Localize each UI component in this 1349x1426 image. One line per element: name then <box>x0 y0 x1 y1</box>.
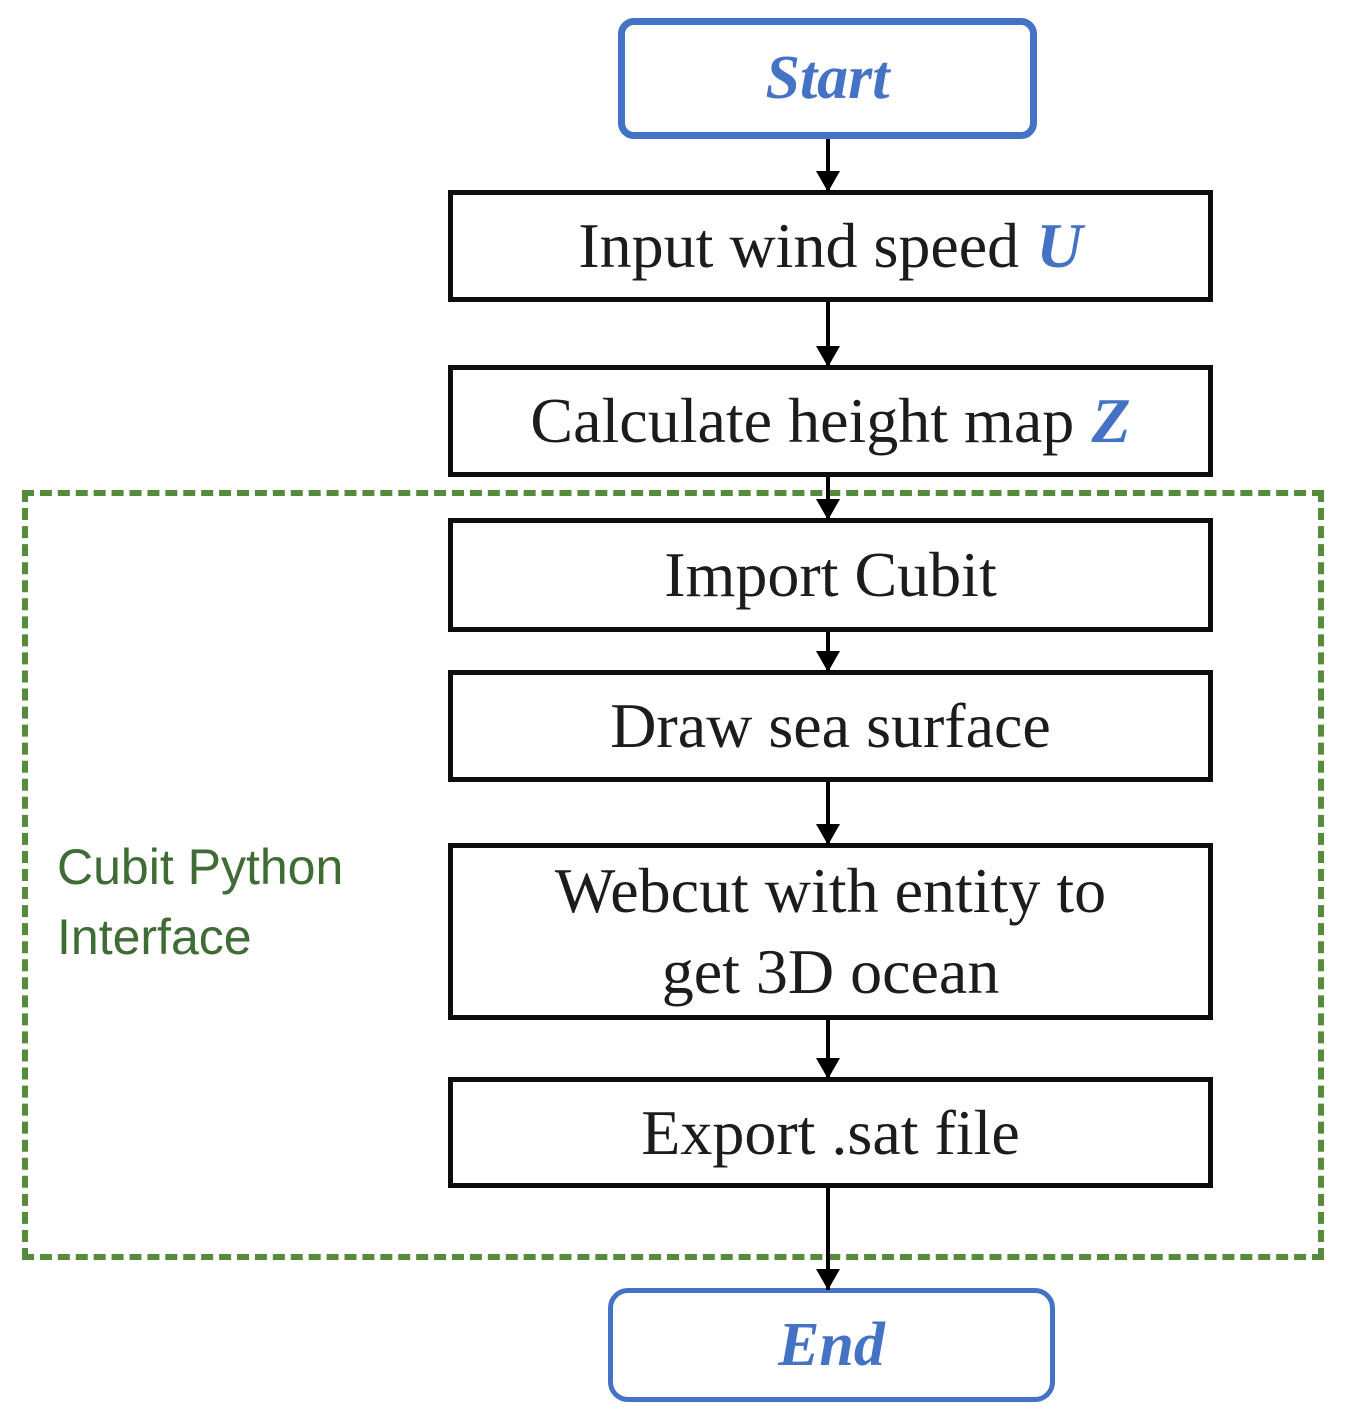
process-webcut-line1: Webcut with entity to <box>554 854 1107 926</box>
group-label: Cubit Python Interface <box>57 832 343 972</box>
flow-arrow-export-to-end <box>826 1188 830 1290</box>
flow-arrow-input-to-calculate <box>826 302 830 367</box>
process-calculate-height-map: Calculate height map Z <box>448 365 1213 477</box>
process-webcut-line2: get 3D ocean <box>661 935 1000 1007</box>
process-calculate-height-map-text: Calculate height map <box>530 385 1075 456</box>
flow-arrow-import-to-draw <box>826 632 830 672</box>
flow-arrow-calculate-to-import <box>826 477 830 520</box>
group-label-line1: Cubit Python <box>57 839 344 895</box>
flow-arrow-draw-to-webcut <box>826 782 830 845</box>
process-import-cubit: Import Cubit <box>448 518 1213 632</box>
flow-arrow-webcut-to-export <box>826 1020 830 1079</box>
variable-u: U <box>1036 210 1083 281</box>
process-draw-sea-surface: Draw sea surface <box>448 670 1213 782</box>
process-draw-sea-surface-label: Draw sea surface <box>610 690 1051 761</box>
start-node-label: Start <box>765 44 890 112</box>
flow-arrow-start-to-input <box>826 139 830 192</box>
process-webcut: Webcut with entity to get 3D ocean <box>448 843 1213 1020</box>
variable-z: Z <box>1091 385 1131 456</box>
process-input-wind-speed-text: Input wind speed <box>578 210 1020 281</box>
process-export-sat-file-label: Export .sat file <box>641 1096 1020 1168</box>
start-node: Start <box>618 18 1037 139</box>
process-import-cubit-label: Import Cubit <box>664 539 997 610</box>
process-export-sat-file: Export .sat file <box>448 1077 1213 1188</box>
group-label-line2: Interface <box>57 909 252 965</box>
end-node-label: End <box>778 1310 885 1379</box>
cubit-python-interface-group-outline <box>22 490 1324 1260</box>
end-node: End <box>608 1288 1055 1402</box>
process-input-wind-speed: Input wind speed U <box>448 190 1213 302</box>
